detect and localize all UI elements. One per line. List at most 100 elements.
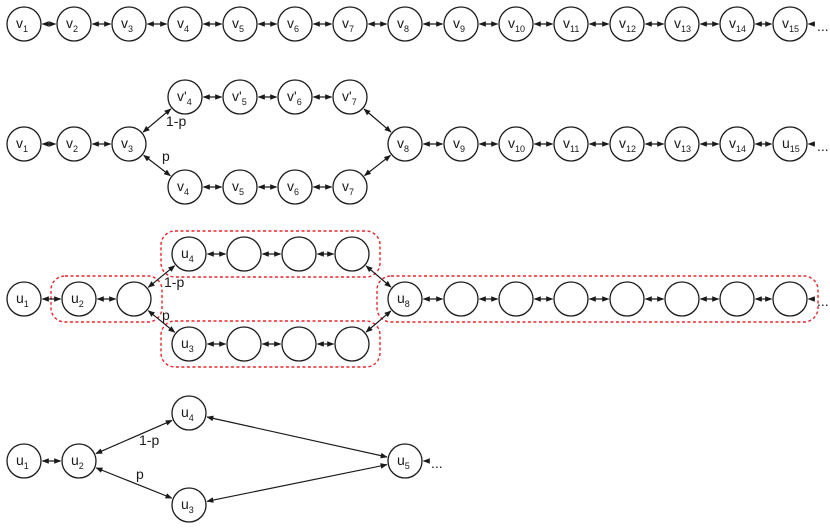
state-circle xyxy=(56,126,92,162)
state-circle xyxy=(719,281,755,317)
probability-label: p xyxy=(136,466,144,482)
state-label: v1 xyxy=(16,15,28,34)
state-circle xyxy=(281,236,317,272)
edge-grouped-chain-c1-u4 xyxy=(147,265,176,288)
state-circle xyxy=(609,126,645,162)
state-circle xyxy=(664,6,700,42)
state-node-split-chain-v5p: v'5 xyxy=(222,79,258,115)
state-label-base: v' xyxy=(287,88,297,104)
state-label-base: v' xyxy=(232,88,242,104)
state-label-subscript: 10 xyxy=(515,24,525,34)
state-node-split-chain-v4: v4 xyxy=(167,169,203,205)
state-label-base: u xyxy=(181,245,189,261)
state-node-aggregated-chain-u1: u1 xyxy=(6,443,42,479)
state-node-chain-v8: v8 xyxy=(387,6,423,42)
state-label-base: v xyxy=(397,135,404,151)
state-label: v11 xyxy=(563,15,579,34)
state-label-subscript: 5 xyxy=(405,461,410,471)
state-circle xyxy=(116,281,152,317)
chain-continues-ellipsis: ... xyxy=(817,18,829,34)
state-label: v4 xyxy=(177,178,189,197)
state-label: v7 xyxy=(342,178,354,197)
state-label-base: u xyxy=(16,452,24,468)
state-node-chain-v4: v4 xyxy=(167,6,203,42)
chain-continues-ellipsis: ... xyxy=(817,138,829,154)
state-label-base: u xyxy=(397,290,405,306)
state-circle xyxy=(772,6,808,42)
state-label-subscript: 15 xyxy=(789,24,799,34)
state-label-subscript: 2 xyxy=(73,24,78,34)
state-label-subscript: 9 xyxy=(460,144,465,154)
probability-label: 1-p xyxy=(166,113,186,129)
state-node-split-chain-v10: v10 xyxy=(498,126,534,162)
state-circle xyxy=(171,326,207,362)
state-label-base: v' xyxy=(342,88,352,104)
state-circle xyxy=(387,6,423,42)
state-circle xyxy=(387,126,423,162)
state-circle xyxy=(772,126,808,162)
probability-label: 1-p xyxy=(139,432,159,448)
state-label: u3 xyxy=(181,496,194,515)
state-label: v7 xyxy=(342,15,354,34)
state-label-subscript: 2 xyxy=(79,299,84,309)
state-circle xyxy=(332,79,368,115)
state-node-split-chain-v11: v11 xyxy=(553,126,589,162)
state-label-base: v xyxy=(619,135,626,151)
state-label-subscript: 2 xyxy=(79,461,84,471)
state-label: u2 xyxy=(71,452,84,471)
state-label-base: v xyxy=(729,15,736,31)
state-node-chain-v13: v13 xyxy=(664,6,700,42)
state-label-subscript: 4 xyxy=(189,413,194,423)
state-label: u1 xyxy=(16,452,29,471)
state-label: v6 xyxy=(287,178,299,197)
state-circle xyxy=(387,281,423,317)
state-node-grouped-chain-u8: u8 xyxy=(387,281,423,317)
state-circle xyxy=(171,487,207,523)
state-label-base: v' xyxy=(177,88,187,104)
state-node-grouped-chain-c1 xyxy=(116,281,152,317)
group-u3-box xyxy=(160,320,381,368)
state-label-subscript: 3 xyxy=(189,344,194,354)
state-circle xyxy=(277,169,313,205)
state-circle xyxy=(332,169,368,205)
state-circle xyxy=(498,6,534,42)
state-node-aggregated-chain-u3: u3 xyxy=(171,487,207,523)
state-label-base: v xyxy=(674,135,681,151)
state-label: v'7 xyxy=(342,88,357,107)
state-node-chain-v7: v7 xyxy=(332,6,368,42)
state-circle xyxy=(498,281,534,317)
edge-split-chain-v3-v4p xyxy=(142,108,172,133)
state-label-base: v xyxy=(397,15,404,31)
state-label: v9 xyxy=(453,135,465,154)
edge-aggregated-chain-u2-u3 xyxy=(95,467,173,499)
state-circle xyxy=(332,6,368,42)
state-label-subscript: 8 xyxy=(404,24,409,34)
state-label: u15 xyxy=(782,135,800,154)
state-circle xyxy=(167,6,203,42)
state-label: u3 xyxy=(181,335,194,354)
state-node-grouped-chain-b1 xyxy=(226,326,262,362)
state-label-base: v xyxy=(177,178,184,194)
state-circle xyxy=(6,126,42,162)
state-circle xyxy=(6,6,42,42)
state-label-base: v xyxy=(342,178,349,194)
state-circle xyxy=(664,281,700,317)
state-label-subscript: 11 xyxy=(570,144,579,154)
state-label-subscript: 14 xyxy=(736,24,746,34)
state-node-grouped-chain-r4 xyxy=(609,281,645,317)
state-label-base: v xyxy=(782,15,789,31)
state-label-base: v xyxy=(287,15,294,31)
state-node-grouped-chain-r3 xyxy=(553,281,589,317)
state-label: v5 xyxy=(232,15,244,34)
state-circle xyxy=(553,6,589,42)
state-circle xyxy=(443,281,479,317)
state-node-split-chain-v13: v13 xyxy=(664,126,700,162)
state-node-grouped-chain-r7 xyxy=(772,281,808,317)
state-circle xyxy=(111,126,147,162)
edge-grouped-chain-t3-u8 xyxy=(365,265,392,288)
state-label-subscript: 7 xyxy=(349,187,354,197)
state-label-base: v xyxy=(16,15,23,31)
state-label: u8 xyxy=(397,290,410,309)
state-node-grouped-chain-b3 xyxy=(334,326,370,362)
chain-continues-ellipsis: ... xyxy=(431,455,443,471)
